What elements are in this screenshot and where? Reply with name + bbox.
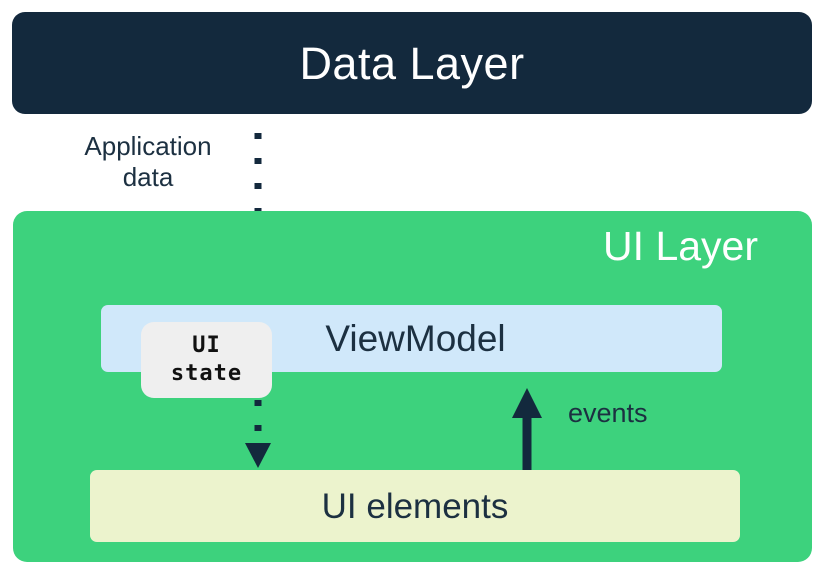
- ui-elements-label: UI elements: [321, 486, 509, 526]
- ui-layer-label: UI Layer: [603, 223, 758, 269]
- application-data-label-line1: Application: [84, 131, 212, 161]
- application-data-label-line2: data: [122, 162, 174, 192]
- ui-elements-box: UI elements: [90, 470, 740, 542]
- data-layer-box: Data Layer: [12, 12, 812, 114]
- ui-state-badge: UI state: [141, 322, 272, 398]
- data-layer-label: Data Layer: [299, 37, 525, 89]
- events-label: events: [568, 398, 648, 428]
- solid-arrow-up-icon: [512, 388, 542, 470]
- ui-state-label-line1: UI: [192, 333, 221, 358]
- application-data-label: Application data: [52, 131, 244, 193]
- ui-state-label-line2: state: [170, 361, 243, 386]
- viewmodel-label: ViewModel: [325, 318, 506, 359]
- dotted-arrow-down-icon: [245, 400, 271, 468]
